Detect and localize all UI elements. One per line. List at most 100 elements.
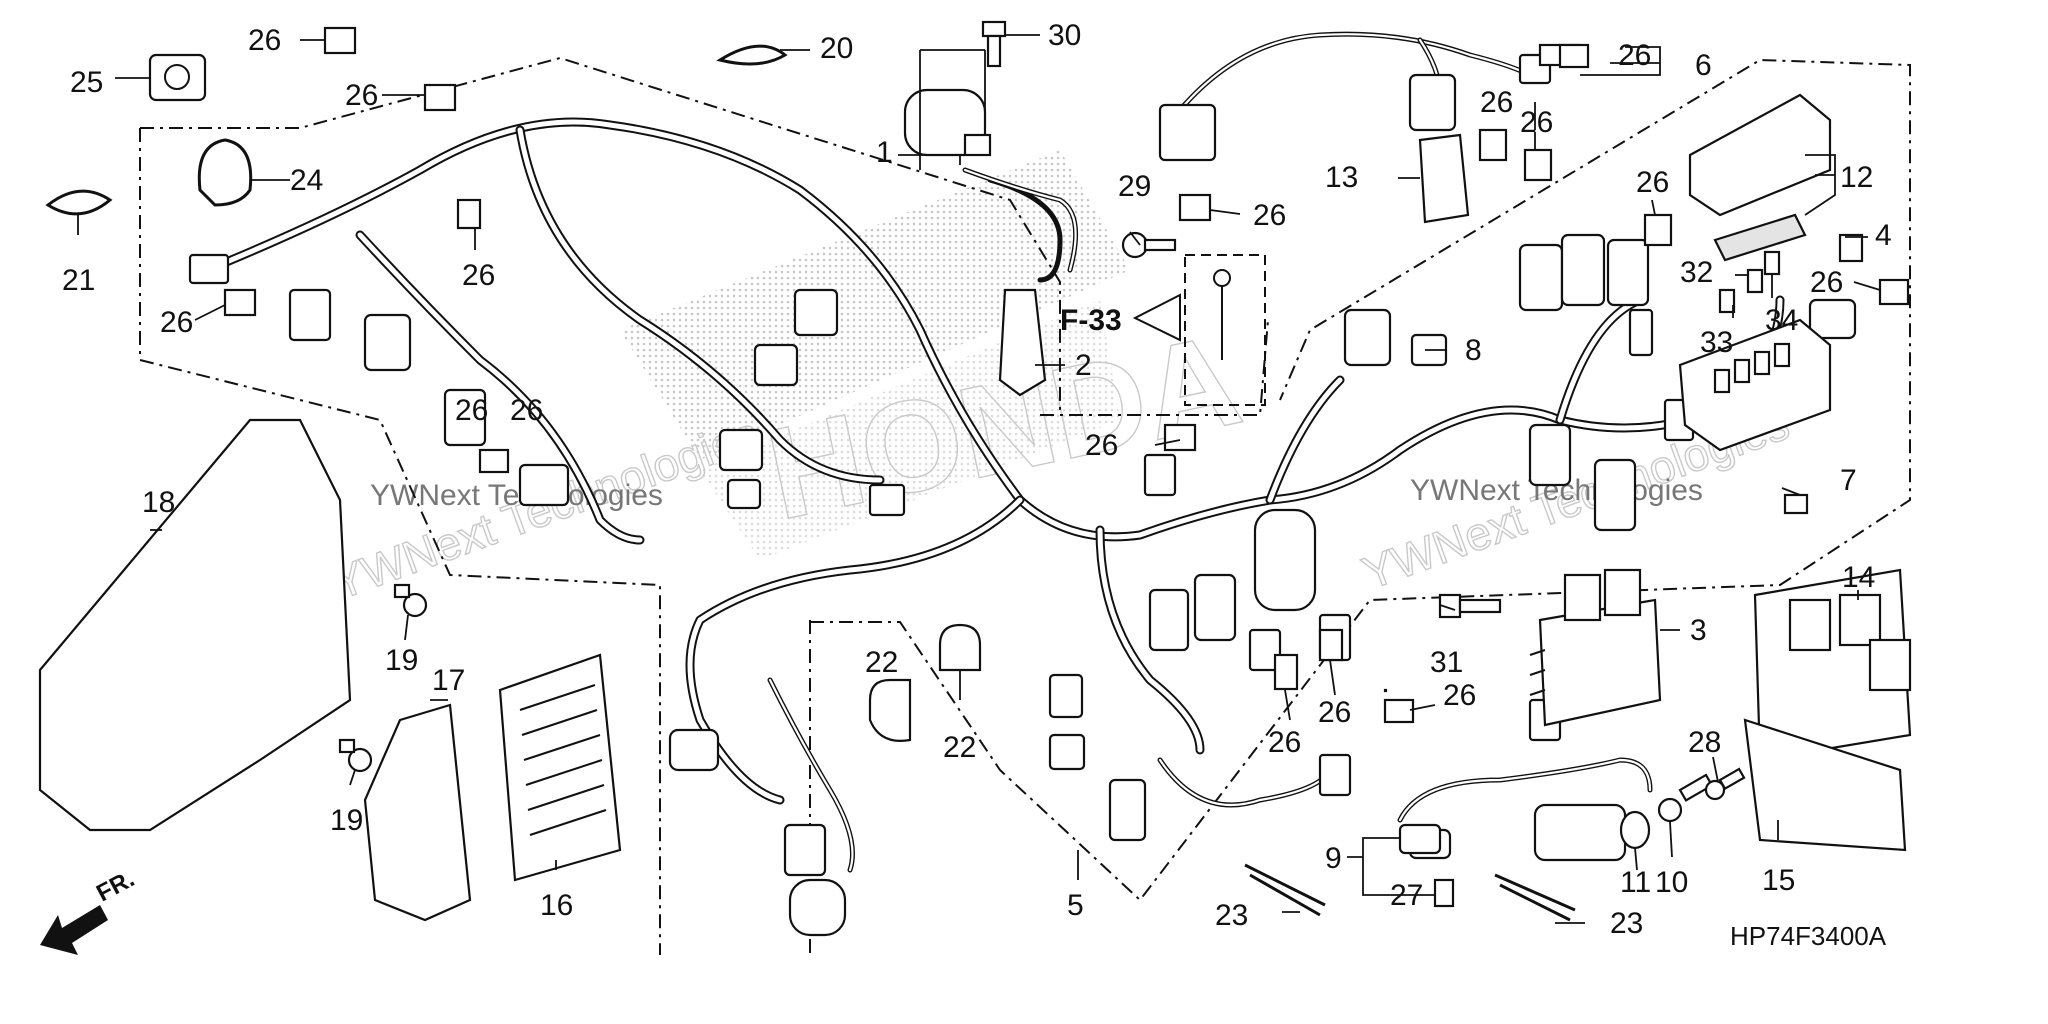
control-module	[1753, 568, 1912, 762]
bolt-30	[981, 20, 1007, 68]
tie-band-23a	[1244, 863, 1326, 917]
callout-20: 20	[820, 32, 853, 65]
callout-22b: 22	[943, 731, 976, 764]
bolt-31	[1438, 593, 1502, 619]
callout-10: 10	[1655, 866, 1688, 899]
callout-21: 21	[62, 264, 95, 297]
callout-2: 2	[1075, 349, 1092, 382]
clamp-25	[148, 53, 207, 102]
clamp-22a	[868, 678, 912, 742]
clip-26h	[1558, 43, 1590, 69]
callout-23a: 23	[1215, 899, 1248, 932]
harness-cover	[38, 418, 352, 832]
callout-14: 14	[1842, 561, 1875, 594]
callout-32: 32	[1680, 256, 1713, 289]
clip-26c	[223, 288, 257, 317]
clip-26a	[323, 26, 357, 55]
clip-26f	[1163, 423, 1197, 452]
clamp-22b	[938, 623, 982, 672]
unit-holder	[363, 703, 472, 922]
callout-3: 3	[1690, 614, 1707, 647]
callout-26a: 26	[248, 24, 281, 57]
sensor-lead	[1398, 803, 1627, 862]
harness-connectors	[188, 53, 1857, 937]
clip-26m	[1273, 653, 1299, 691]
callout-26k: 26	[1636, 166, 1669, 199]
callout-labels: 1 2 3 4 5 6 7 8 9 10 11 12 13 14 15 16 1…	[62, 19, 1892, 940]
relay-4	[1838, 233, 1864, 263]
fuse-box	[1678, 318, 1832, 452]
callout-26e: 26	[510, 394, 543, 427]
bolt-29	[1121, 231, 1177, 259]
parts	[38, 20, 1912, 922]
callout-8: 8	[1465, 334, 1482, 367]
callout-13: 13	[1325, 161, 1358, 194]
clip-26b	[423, 83, 457, 112]
callout-16: 16	[540, 889, 573, 922]
drawing-code: HP74F3400A	[1730, 921, 1887, 951]
clip-26p	[1383, 688, 1388, 693]
callout-29: 29	[1118, 170, 1151, 203]
callout-11: 11	[1620, 866, 1651, 899]
callout-26n: 26	[1318, 696, 1351, 729]
callout-9: 9	[1325, 842, 1342, 875]
callout-22a: 22	[865, 646, 898, 679]
band-20	[716, 44, 788, 66]
clip-26k	[1643, 213, 1673, 247]
callout-26p: 26	[455, 394, 488, 427]
callout-26b: 26	[345, 79, 378, 112]
upper-lead	[767, 31, 1653, 873]
front-arrow-label: FR.	[92, 865, 139, 907]
callout-26h: 26	[1618, 39, 1651, 72]
callout-6: 6	[1695, 49, 1712, 82]
callout-31: 31	[1430, 646, 1463, 679]
fuse-32	[1746, 268, 1764, 294]
callout-26o: 26	[1443, 679, 1476, 712]
module-holder	[1743, 718, 1907, 852]
clip-26g	[1178, 193, 1212, 222]
callout-26m: 26	[1268, 726, 1301, 759]
connector-cover	[1418, 133, 1470, 224]
clip-26j	[1523, 148, 1553, 182]
screw-19a	[393, 583, 428, 618]
front-arrow: FR.	[40, 865, 139, 955]
band-21	[45, 189, 113, 216]
callout-26c: 26	[160, 306, 193, 339]
tie-band-23b	[1494, 873, 1576, 922]
callout-26i: 26	[1480, 86, 1513, 119]
clip-26e	[478, 448, 510, 474]
reference-label: F-33	[1060, 304, 1122, 337]
callout-19a: 19	[385, 644, 418, 677]
callout-27: 27	[1390, 879, 1423, 912]
clip-26l	[1878, 278, 1910, 306]
callout-30: 30	[1048, 19, 1081, 52]
callout-26f: 26	[1085, 429, 1118, 462]
callout-12: 12	[1840, 161, 1873, 194]
fuse-33	[1718, 288, 1736, 314]
callout-26l: 26	[1810, 266, 1843, 299]
callout-33: 33	[1700, 326, 1733, 359]
control-unit	[498, 653, 622, 882]
clip-26n	[1318, 628, 1344, 662]
screw-19b	[338, 738, 373, 773]
callout-15: 15	[1762, 864, 1795, 897]
bolt-10	[1657, 773, 1714, 823]
callout-28: 28	[1688, 726, 1721, 759]
callout-4: 4	[1875, 219, 1892, 252]
callout-5: 5	[1067, 889, 1084, 922]
bolt-28	[1704, 767, 1746, 801]
clip-26d	[456, 198, 482, 230]
watermark-text-left-small: YWNext Technologies	[370, 479, 663, 512]
fuse-34	[1763, 250, 1781, 276]
leader-lines	[77, 34, 1881, 924]
reference-box	[1132, 254, 1266, 406]
ignition-coil	[903, 88, 1079, 273]
callout-25: 25	[70, 66, 103, 99]
callout-19b: 19	[330, 804, 363, 837]
callout-17: 17	[432, 664, 465, 697]
callout-23b: 23	[1610, 907, 1643, 940]
regulator-rectifier	[1529, 568, 1662, 727]
spark-plug-cap	[998, 288, 1047, 397]
callout-34: 34	[1765, 304, 1798, 337]
